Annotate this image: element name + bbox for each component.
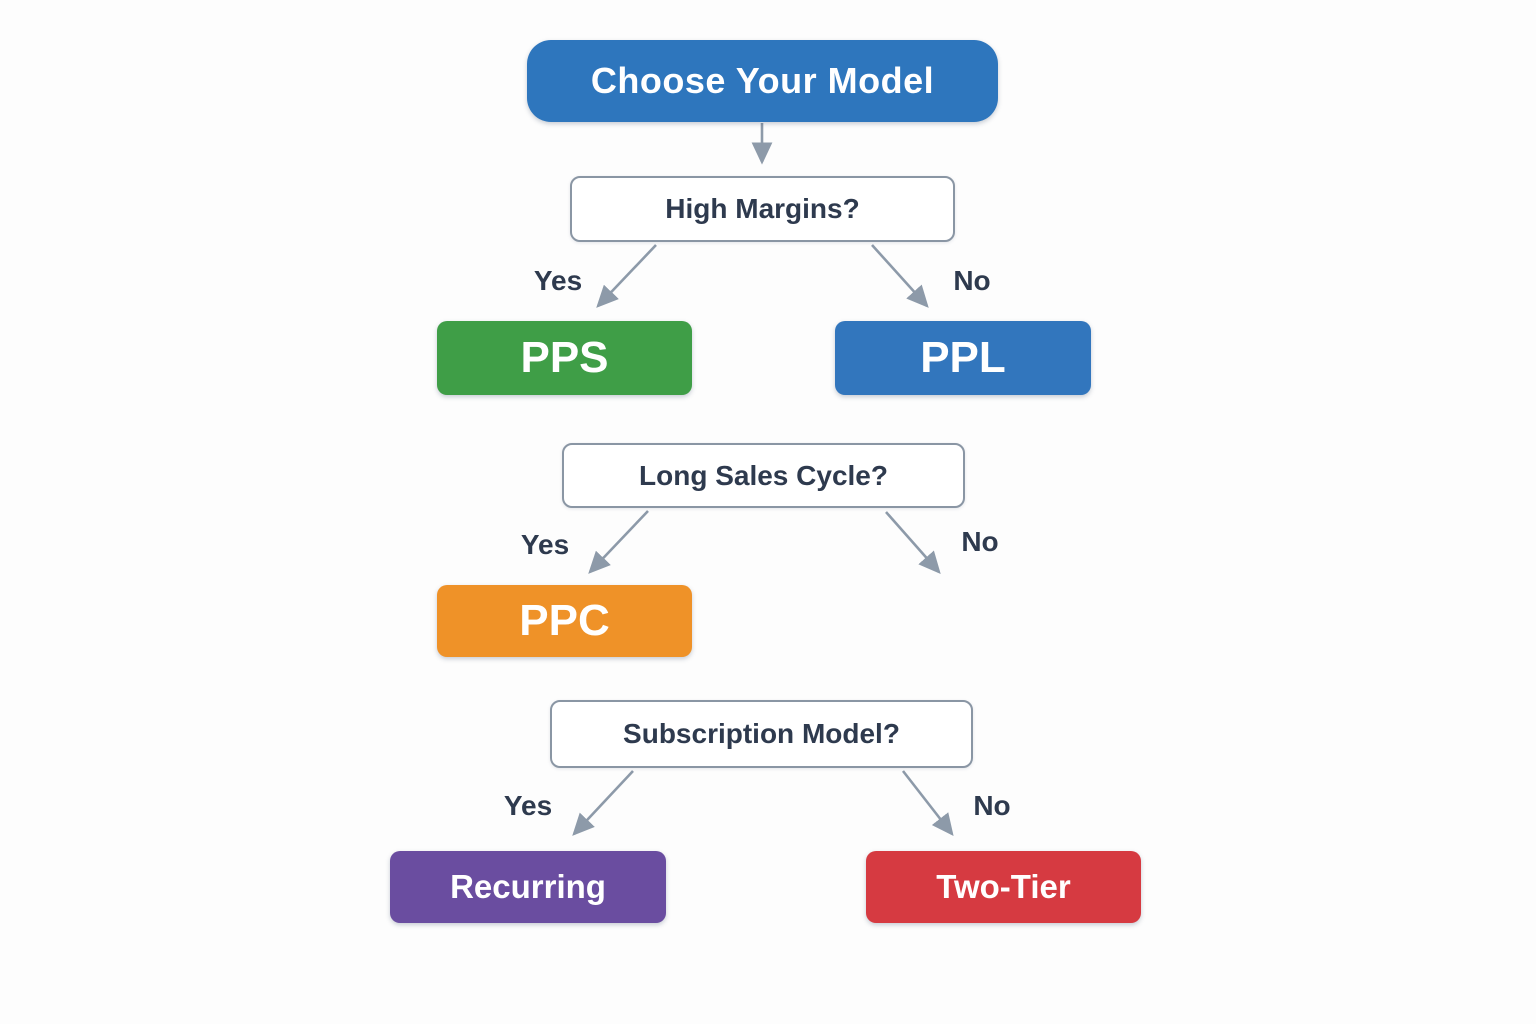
arrow-q1-no [871, 244, 929, 308]
result-node-recurring: Recurring [390, 851, 666, 923]
branch-label-yes-1: Yes [533, 265, 583, 296]
question-node-long-sales-cycle: Long Sales Cycle? [562, 443, 965, 508]
result-node-pps: PPS [437, 321, 692, 395]
result-node-ppl: PPL [835, 321, 1091, 395]
result-node-ppc: PPC [437, 585, 692, 657]
arrow-q3-yes [572, 770, 634, 836]
result-node-two-tier: Two-Tier [866, 851, 1141, 923]
question-node-subscription-model: Subscription Model? [550, 700, 973, 768]
branch-label-no-3: No [973, 790, 1011, 821]
branch-label-no-2: No [961, 526, 999, 557]
arrow-q1-yes [596, 244, 657, 308]
arrow-q2-yes [588, 510, 649, 574]
branch-label-yes-2: Yes [520, 529, 570, 560]
branch-label-no-1: No [953, 265, 991, 296]
arrow-q3-no [901, 770, 954, 837]
arrow-q2-no [885, 511, 941, 574]
branch-label-yes-3: Yes [503, 790, 553, 821]
question-node-high-margins: High Margins? [570, 176, 955, 242]
root-node-choose-your-model: Choose Your Model [527, 40, 998, 122]
